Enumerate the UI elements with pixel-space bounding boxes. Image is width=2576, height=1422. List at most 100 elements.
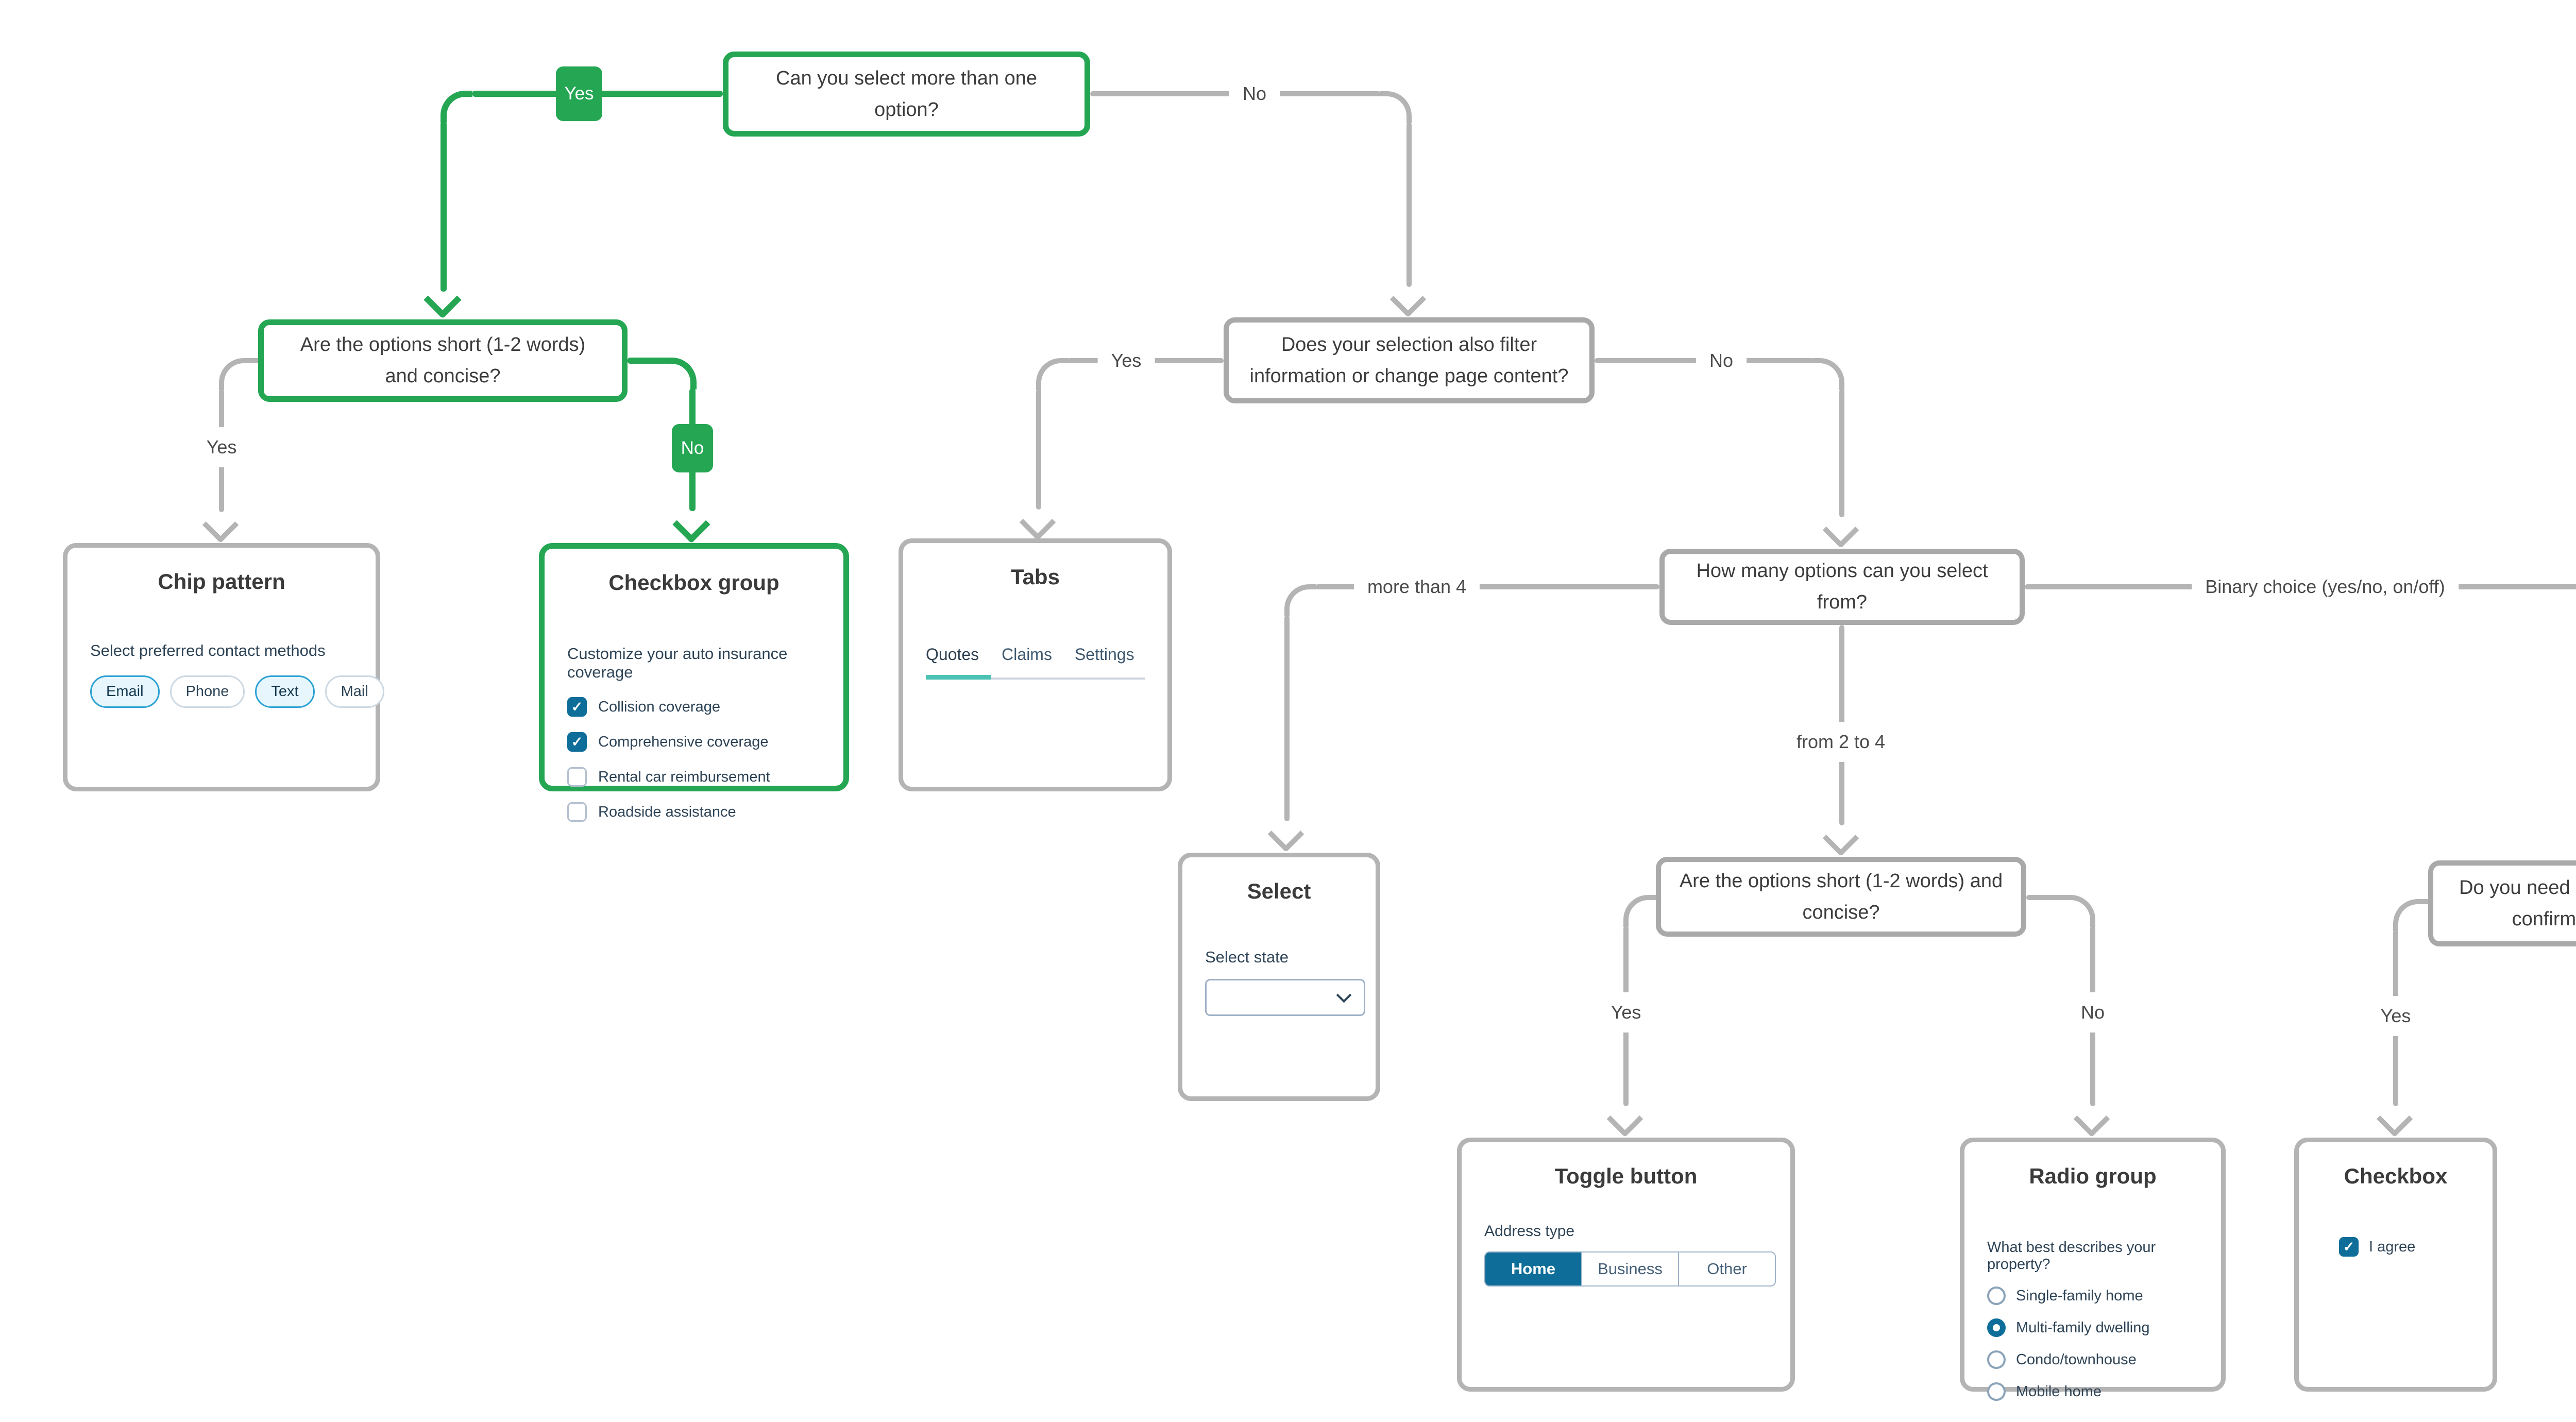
radio-condo-label: Condo/townhouse bbox=[2016, 1351, 2137, 1368]
q2-no-badge: No bbox=[672, 424, 713, 472]
question-options-short-1: Are the options short (1-2 words) and co… bbox=[258, 319, 628, 402]
q5-no-label: No bbox=[2066, 992, 2120, 1032]
question-how-many-options: How many options can you select from? bbox=[1659, 549, 2025, 625]
checkbox-roadside-label: Roadside assistance bbox=[598, 803, 736, 820]
segment-business[interactable]: Business bbox=[1581, 1252, 1678, 1285]
checkbox-comprehensive-checked-icon[interactable]: ✓ bbox=[567, 732, 587, 752]
select-card-title: Select bbox=[1247, 879, 1311, 903]
radio-card-title: Radio group bbox=[2029, 1164, 2157, 1188]
connector-q3-yes-v bbox=[1036, 389, 1041, 510]
connector-q2-no-corner bbox=[665, 358, 697, 390]
agree-checkbox-label: I agree bbox=[2369, 1238, 2416, 1255]
checkbox-group-card: Checkbox group Customize your auto insur… bbox=[539, 543, 849, 822]
chip-pattern-card: Chip pattern Select preferred contact me… bbox=[63, 543, 384, 791]
segment-home[interactable]: Home bbox=[1485, 1252, 1581, 1285]
segment-other[interactable]: Other bbox=[1678, 1252, 1775, 1285]
chip-card-title: Chip pattern bbox=[158, 569, 285, 594]
checkbox-row[interactable]: Roadside assistance bbox=[567, 802, 821, 822]
question-filter-content: Does your selection also filter informat… bbox=[1224, 317, 1595, 403]
radio-multi-family-icon[interactable] bbox=[1987, 1318, 2006, 1337]
connector-q1-yes-v bbox=[440, 122, 447, 292]
connector-q5-no-corner bbox=[2063, 895, 2095, 927]
checkbox-comprehensive-label: Comprehensive coverage bbox=[598, 733, 769, 750]
arrow-into-select-card bbox=[1267, 816, 1304, 853]
checkbox-group-title: Checkbox group bbox=[608, 570, 779, 595]
chip-mail[interactable]: Mail bbox=[325, 675, 384, 708]
connector-q1-yes-corner bbox=[440, 91, 472, 123]
radio-condo-icon[interactable] bbox=[1987, 1350, 2006, 1369]
select-card: Select Select state bbox=[1178, 853, 1380, 1101]
checkbox-rental-label: Rental car reimbursement bbox=[598, 768, 770, 785]
arrow-into-checkbox-group-card bbox=[672, 505, 710, 544]
checkbox-collision-label: Collision coverage bbox=[598, 698, 720, 715]
radio-mobile-home-icon[interactable] bbox=[1987, 1382, 2006, 1401]
checkbox-collision-checked-icon[interactable]: ✓ bbox=[567, 697, 587, 717]
arrow-into-toggle-card bbox=[1606, 1101, 1643, 1138]
connector-q3-no-v bbox=[1839, 389, 1844, 517]
tab-claims[interactable]: Claims bbox=[1002, 645, 1052, 664]
connector-q1-no-corner bbox=[1380, 91, 1412, 123]
agree-checkbox-checked-icon[interactable]: ✓ bbox=[2339, 1237, 2359, 1257]
q5-yes-label: Yes bbox=[1596, 992, 1656, 1032]
chevron-down-icon bbox=[1336, 987, 1352, 1003]
connector-q5-no-h bbox=[2026, 895, 2065, 900]
agree-checkbox-row[interactable]: ✓ I agree bbox=[2339, 1237, 2470, 1257]
connector-q2-yes-corner bbox=[219, 358, 251, 390]
radio-row[interactable]: Condo/townhouse bbox=[1987, 1350, 2198, 1369]
radio-row[interactable]: Mobile home bbox=[1987, 1382, 2198, 1401]
chip-group-label: Select preferred contact methods bbox=[90, 641, 326, 659]
toggle-card-title: Toggle button bbox=[1554, 1164, 1698, 1188]
checkbox-row[interactable]: ✓ Comprehensive coverage bbox=[567, 732, 821, 752]
tabs-row: Quotes Claims Settings bbox=[926, 645, 1145, 680]
checkbox-group-label: Customize your auto insurance coverage bbox=[567, 645, 788, 681]
chip-email[interactable]: Email bbox=[90, 675, 160, 708]
arrow-into-chip-card bbox=[202, 506, 239, 544]
arrow-into-q4 bbox=[1822, 512, 1859, 549]
chip-phone[interactable]: Phone bbox=[170, 675, 245, 708]
radio-single-family-icon[interactable] bbox=[1987, 1286, 2006, 1305]
toggle-button-card: Toggle button Address type Home Business… bbox=[1457, 1138, 1795, 1392]
connector-q2-yes-h bbox=[247, 358, 263, 363]
connector-q6-yes-h bbox=[2420, 899, 2430, 904]
radio-group-card: Radio group What best describes your pro… bbox=[1960, 1138, 2226, 1401]
connector-q4-left-corner bbox=[1284, 584, 1316, 616]
tabs-card: Tabs Quotes Claims Settings bbox=[899, 538, 1172, 791]
chip-text[interactable]: Text bbox=[255, 675, 315, 708]
arrow-into-radio-card bbox=[2073, 1101, 2110, 1138]
tab-quotes[interactable]: Quotes bbox=[926, 645, 1002, 680]
checkbox-row[interactable]: ✓ Collision coverage bbox=[567, 697, 821, 717]
q1-no-label: No bbox=[1229, 79, 1280, 109]
connector-q4-left-h bbox=[1315, 584, 1659, 589]
checkbox-card-title: Checkbox bbox=[2344, 1164, 2448, 1188]
q1-yes-badge: Yes bbox=[556, 66, 602, 121]
question-options-short-2: Are the options short (1-2 words) and co… bbox=[1656, 857, 2026, 937]
q4-from-2-to-4-label: from 2 to 4 bbox=[1782, 722, 1900, 762]
chip-row: Email Phone Text Mail bbox=[90, 675, 384, 708]
checkbox-row[interactable]: Rental car reimbursement bbox=[567, 767, 821, 787]
select-field-label: Select state bbox=[1205, 948, 1289, 966]
segmented-control: Home Business Other bbox=[1484, 1251, 1776, 1286]
connector-q2-no-h bbox=[628, 358, 667, 364]
tabs-card-title: Tabs bbox=[1011, 565, 1060, 589]
connector-q3-no-corner bbox=[1812, 358, 1844, 390]
q2-yes-label: Yes bbox=[192, 427, 251, 467]
checkbox-card: Checkbox ✓ I agree bbox=[2294, 1138, 2497, 1392]
q3-no-label: No bbox=[1696, 346, 1747, 376]
select-input[interactable] bbox=[1205, 979, 1365, 1016]
connector-q6-yes-corner bbox=[2393, 899, 2425, 931]
connector-q4-left-v bbox=[1284, 615, 1290, 821]
q6-yes-label: Yes bbox=[2366, 996, 2426, 1036]
radio-row[interactable]: Single-family home bbox=[1987, 1286, 2198, 1305]
radio-row[interactable]: Multi-family dwelling bbox=[1987, 1318, 2198, 1337]
arrow-into-q5 bbox=[1822, 820, 1859, 857]
arrow-into-q3 bbox=[1389, 281, 1427, 318]
radio-multi-family-label: Multi-family dwelling bbox=[2016, 1319, 2150, 1336]
q3-yes-label: Yes bbox=[1097, 346, 1155, 376]
tab-settings[interactable]: Settings bbox=[1074, 645, 1134, 664]
checkbox-rental-unchecked-icon[interactable] bbox=[567, 767, 587, 787]
connector-q3-yes-corner bbox=[1036, 358, 1068, 390]
question-multi-select: Can you select more than one option? bbox=[723, 52, 1090, 137]
question-confirm-action: Do you need an additional action to conf… bbox=[2428, 860, 2576, 946]
checkbox-roadside-unchecked-icon[interactable] bbox=[567, 802, 587, 822]
